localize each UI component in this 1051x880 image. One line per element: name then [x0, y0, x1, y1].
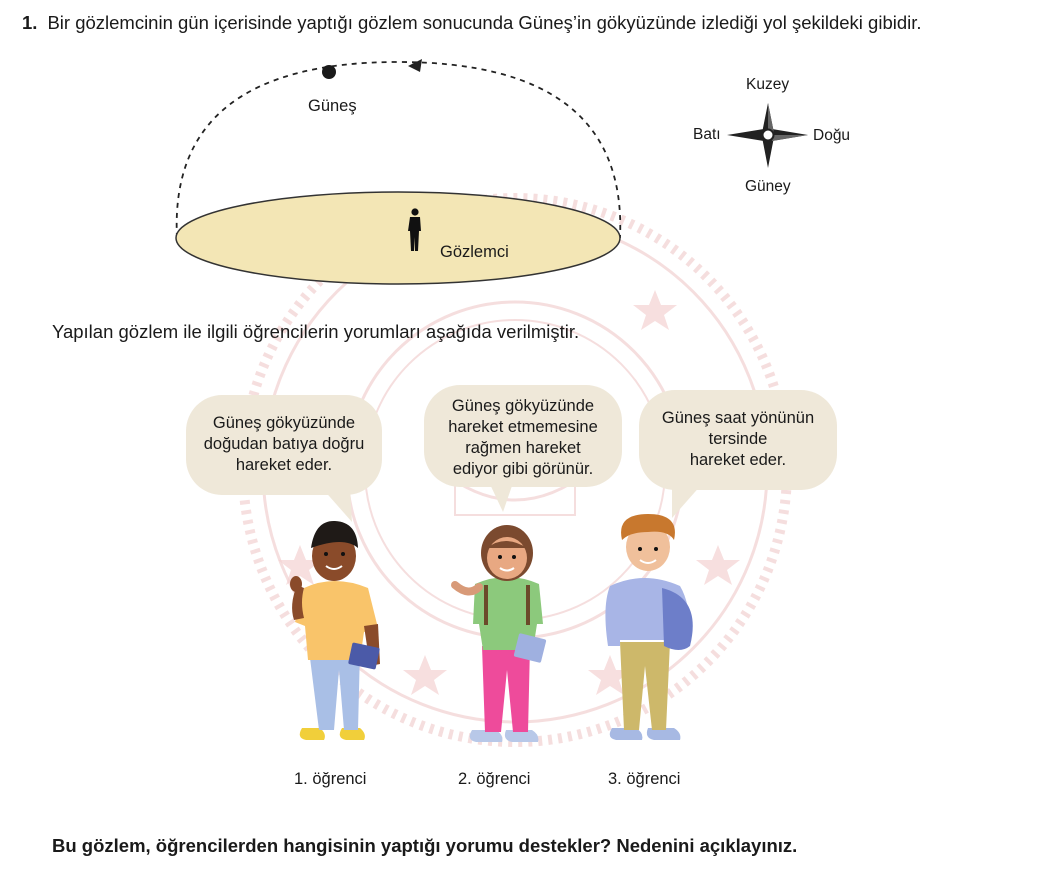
compass-west-label: Batı [693, 126, 721, 143]
ground-ellipse [175, 191, 621, 285]
compass-north-label: Kuzey [746, 76, 790, 93]
intro-text: Yapılan gözlem ile ilgili öğrencilerin y… [52, 321, 580, 342]
compass-east-label: Doğu [813, 127, 851, 144]
student-3-label: 3. öğrenci [608, 770, 681, 788]
observer-icon [408, 208, 421, 251]
final-question: Bu gözlem, öğrencilerden hangisinin yapt… [52, 835, 798, 856]
student-2-label: 2. öğrenci [458, 770, 531, 788]
observer-label: Gözlemci [440, 243, 509, 261]
sun-label: Güneş [308, 97, 357, 115]
question-text: Bir gözlemcinin gün içerisinde yaptığı g… [47, 12, 922, 33]
student-1-label: 1. öğrenci [294, 770, 367, 788]
arc-arrow-icon [408, 59, 422, 72]
question-line: 1. Bir gözlemcinin gün içerisinde yaptığı… [22, 12, 922, 34]
student-1-figure [290, 520, 380, 740]
question-number: 1. [22, 12, 38, 33]
watermark-stars [278, 290, 740, 695]
compass-south-label: Güney [745, 178, 791, 195]
student-3-comment: Güneş saat yönünün tersinde hareket eder… [661, 409, 815, 469]
student-2-comment: Güneş gökyüzünde hareket etmemesine rağm… [448, 397, 598, 478]
student-2-figure [451, 525, 547, 742]
compass-rose-icon [727, 103, 808, 168]
student-3-figure [605, 514, 693, 740]
student-1-comment: Güneş gökyüzünde doğudan batıya doğru ha… [203, 414, 365, 474]
sun-icon [322, 65, 336, 79]
speech-bubbles [186, 385, 837, 522]
